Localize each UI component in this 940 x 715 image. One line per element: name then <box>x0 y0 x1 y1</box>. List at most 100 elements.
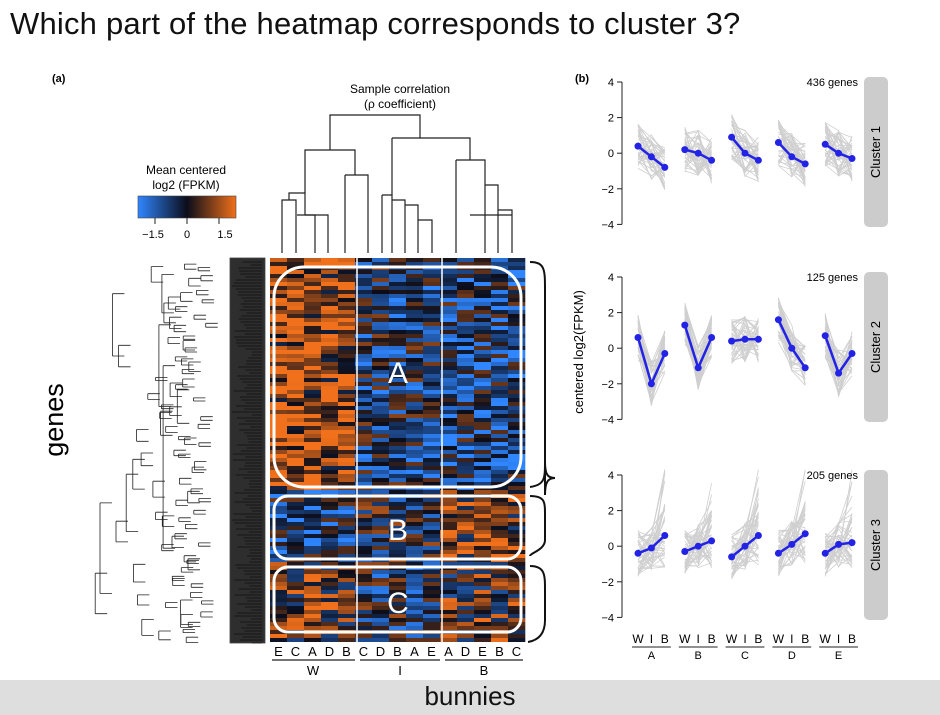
heatmap-cell <box>440 614 458 618</box>
heatmap-cell <box>474 402 492 406</box>
heatmap-cell <box>508 578 526 582</box>
heatmap-cell <box>355 522 373 526</box>
heatmap-cell <box>321 282 339 286</box>
heatmap-cell <box>321 378 339 382</box>
heatmap-cell <box>321 498 339 502</box>
x-tick-label: B <box>661 632 669 646</box>
heatmap-cell <box>474 418 492 422</box>
heatmap-cell <box>508 558 526 562</box>
heatmap-cell <box>406 606 424 610</box>
heatmap-cell <box>423 290 441 294</box>
heatmap-cell <box>338 454 356 458</box>
heatmap-cell <box>372 626 390 630</box>
heatmap-cell <box>304 422 322 426</box>
heatmap-cell <box>338 286 356 290</box>
heatmap-cell <box>440 462 458 466</box>
heatmap-cell <box>508 454 526 458</box>
heatmap-cell <box>440 470 458 474</box>
heatmap-cell <box>440 342 458 346</box>
heatmap-cell <box>304 450 322 454</box>
heatmap-cell <box>372 390 390 394</box>
heatmap-cell <box>372 290 390 294</box>
heatmap-cell <box>338 294 356 298</box>
heatmap-cell <box>338 330 356 334</box>
cluster-mean-point <box>728 337 736 345</box>
heatmap-cell <box>423 330 441 334</box>
heatmap-cell <box>406 350 424 354</box>
heatmap-cell <box>389 618 407 622</box>
heatmap-cell <box>321 578 339 582</box>
heatmap-cell <box>270 354 288 358</box>
heatmap-cell <box>389 322 407 326</box>
heatmap-cell <box>389 602 407 606</box>
gene-trace <box>637 508 666 554</box>
gene-trace <box>731 503 759 578</box>
heatmap-cell <box>389 302 407 306</box>
gene-trace <box>778 302 806 385</box>
heatmap-cell <box>423 374 441 378</box>
heatmap-cell <box>457 530 475 534</box>
heatmap-cell <box>270 298 288 302</box>
heatmap-cell <box>287 578 305 582</box>
heatmap-cell <box>338 374 356 378</box>
heatmap-cell <box>406 462 424 466</box>
heatmap-cell <box>355 454 373 458</box>
heatmap-cell <box>491 370 509 374</box>
heatmap-cell <box>270 350 288 354</box>
heatmap-cell <box>491 518 509 522</box>
cluster-strip <box>864 470 888 620</box>
cluster-mean-point <box>801 530 809 538</box>
heatmap-cell <box>457 366 475 370</box>
heatmap-cell <box>406 450 424 454</box>
heatmap-cell <box>491 418 509 422</box>
heatmap-cell <box>508 306 526 310</box>
heatmap-cell <box>423 622 441 626</box>
heatmap-cell <box>491 382 509 386</box>
heatmap-cell <box>321 326 339 330</box>
y-tick-label: 2 <box>608 506 614 518</box>
cluster-mean-point <box>708 334 716 341</box>
heatmap-cell <box>389 610 407 614</box>
heatmap-cell <box>338 446 356 450</box>
heatmap-cell <box>457 314 475 318</box>
heatmap-cell <box>355 518 373 522</box>
heatmap-cell <box>304 394 322 398</box>
gene-trace <box>824 536 853 567</box>
heatmap-cell <box>474 614 492 618</box>
heatmap-cell <box>508 450 526 454</box>
heatmap-cell <box>406 546 424 550</box>
heatmap-cell <box>321 406 339 410</box>
heatmap-cell <box>321 318 339 322</box>
heatmap-cell <box>389 310 407 314</box>
heatmap-cell <box>338 526 356 530</box>
heatmap-cell <box>491 318 509 322</box>
heatmap-cell <box>406 534 424 538</box>
gene-trace <box>731 148 759 160</box>
heatmap-cell <box>491 458 509 462</box>
heatmap-cell <box>423 334 441 338</box>
heatmap-cell <box>423 306 441 310</box>
heatmap-cell <box>491 354 509 358</box>
heatmap-cell <box>440 362 458 366</box>
heatmap-cell <box>406 406 424 410</box>
heatmap-cell <box>355 406 373 410</box>
heatmap-cell <box>491 510 509 514</box>
heatmap-cell <box>440 298 458 302</box>
heatmap-cell <box>474 622 492 626</box>
heatmap-cell <box>389 398 407 402</box>
heatmap-cell <box>423 314 441 318</box>
heatmap-cell <box>474 574 492 578</box>
heatmap-cell <box>338 474 356 478</box>
heatmap-cell <box>389 374 407 378</box>
heatmap-cell <box>474 330 492 334</box>
heatmap-cell <box>372 594 390 598</box>
heatmap-cell <box>440 374 458 378</box>
heatmap-cell <box>372 330 390 334</box>
heatmap-cell <box>389 626 407 630</box>
heatmap-cell <box>491 502 509 506</box>
heatmap-cell <box>287 374 305 378</box>
heatmap-cell <box>474 498 492 502</box>
heatmap-cell <box>491 314 509 318</box>
heatmap-cell <box>491 282 509 286</box>
heatmap-cell <box>423 598 441 602</box>
